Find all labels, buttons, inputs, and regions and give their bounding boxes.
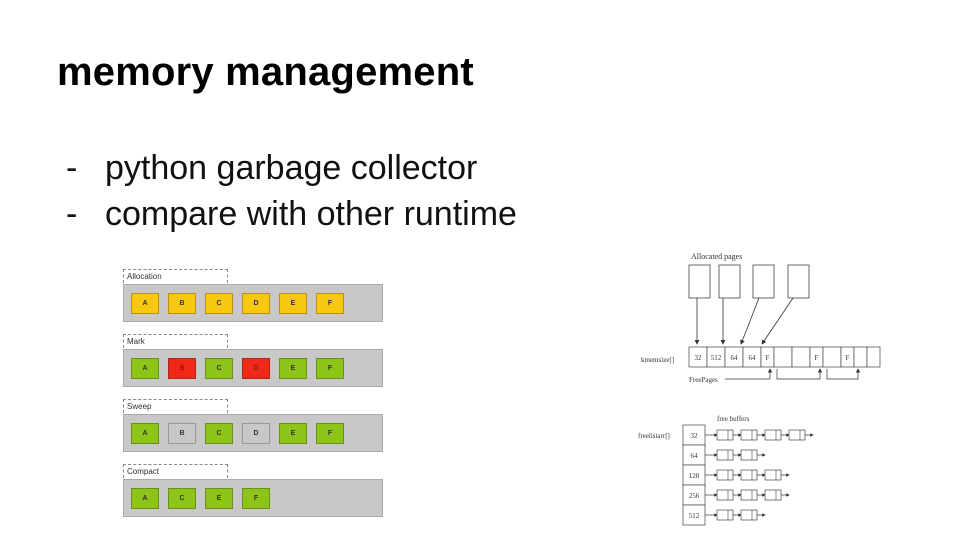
- buffer-rows: 32 64 128 256 512: [682, 424, 814, 526]
- heap-object-c: C: [205, 293, 233, 314]
- free-buffer: [716, 469, 734, 481]
- allocated-pages-label: Allocated pages: [691, 252, 742, 261]
- heap-object-e: E: [205, 488, 233, 509]
- freelist-row: 32: [682, 424, 814, 446]
- stage-label: Compact: [123, 464, 228, 478]
- page-pointers: [694, 297, 794, 345]
- kmemsize-cell: [866, 346, 881, 368]
- kmemsize-cell: [853, 346, 868, 368]
- heap-object-e: E: [279, 293, 307, 314]
- page-box: [688, 264, 711, 299]
- bullet-text: python garbage collector: [105, 149, 478, 187]
- free-buffer: [716, 489, 734, 501]
- free-buffer: [716, 509, 734, 521]
- freelist-row: 128: [682, 464, 790, 486]
- freepages-chain: [725, 368, 861, 380]
- kmemsize-cell-value: F: [815, 354, 819, 362]
- heap-object-d: D: [242, 358, 270, 379]
- kmemsize-cell-value: 32: [695, 354, 703, 362]
- free-buffer: [740, 509, 758, 521]
- kmemsize-cell: [791, 346, 811, 368]
- freelistarr-label: freelistarr[]: [638, 432, 670, 440]
- heap-object-a: A: [131, 293, 159, 314]
- heap-object-b: B: [168, 423, 196, 444]
- heap-object-c: C: [205, 423, 233, 444]
- allocated-pages: [688, 264, 810, 299]
- free-buffers-label: free buffers: [717, 415, 750, 423]
- kmemsize-cell-value: 64: [749, 354, 757, 362]
- kmemsize-cell: [773, 346, 793, 368]
- free-buffer: [788, 429, 806, 441]
- freelist-row: 64: [682, 444, 766, 466]
- chain-arrow: [776, 368, 823, 380]
- kmemsize-cell-value: F: [846, 354, 850, 362]
- bullet-text: compare with other runtime: [105, 195, 517, 233]
- heap-object-f: F: [316, 293, 344, 314]
- heap-object-d: D: [242, 293, 270, 314]
- freelist-size: 64: [691, 452, 699, 460]
- stage-label: Allocation: [123, 269, 228, 283]
- heap-object-b: B: [168, 358, 196, 379]
- free-buffer: [740, 429, 758, 441]
- kmemsize-cell-value: 512: [711, 354, 722, 362]
- heap-object-a: A: [131, 423, 159, 444]
- heap-object-d: D: [242, 423, 270, 444]
- kmemsize-cell: [822, 346, 842, 368]
- freelist-row: 512: [682, 504, 766, 526]
- freelist-size: 128: [689, 472, 700, 480]
- bullet-dash: -: [66, 195, 78, 233]
- heap-object-c: C: [205, 358, 233, 379]
- stage-label: Sweep: [123, 399, 228, 413]
- heap-object-f: F: [316, 423, 344, 444]
- freepages-label: FreePages: [689, 376, 718, 384]
- kmemsize-array: 32 512 64 64 F F F: [688, 346, 881, 368]
- free-buffer: [740, 469, 758, 481]
- kmemsize-cell-value: F: [766, 354, 770, 362]
- bullet-dash: -: [66, 149, 78, 187]
- free-buffer: [740, 449, 758, 461]
- bullet-item: - compare with other runtime: [66, 191, 517, 237]
- slide-title: memory management: [57, 50, 474, 94]
- bullet-list: - python garbage collector - compare wit…: [66, 145, 517, 237]
- page-box: [752, 264, 775, 299]
- chain-arrow: [826, 368, 861, 380]
- heap-object-f: F: [316, 358, 344, 379]
- free-buffer: [764, 469, 782, 481]
- freelist-size: 512: [689, 512, 700, 520]
- free-buffer: [764, 429, 782, 441]
- free-buffer: [716, 429, 734, 441]
- pointer-arrow: [761, 297, 794, 345]
- free-buffer: [740, 489, 758, 501]
- pointer-arrow: [740, 297, 760, 345]
- freelist-size: 32: [691, 432, 699, 440]
- heap-object-a: A: [131, 358, 159, 379]
- freelist-size: 256: [689, 492, 700, 500]
- free-buffer: [716, 449, 734, 461]
- heap-object-b: B: [168, 293, 196, 314]
- page-box: [718, 264, 741, 299]
- heap-object-e: E: [279, 358, 307, 379]
- free-buffers-diagram: free buffers freelistarr[] 32 64 128 256 512: [638, 415, 814, 526]
- heap-object-e: E: [279, 423, 307, 444]
- page-box: [787, 264, 810, 299]
- kmemsize-label: kmemsize[]: [641, 356, 674, 364]
- heap-object-a: A: [131, 488, 159, 509]
- free-buffer: [764, 489, 782, 501]
- heap-object-f: F: [242, 488, 270, 509]
- stage-label: Mark: [123, 334, 228, 348]
- heap-object-c: C: [168, 488, 196, 509]
- kmemsize-cell-value: 64: [731, 354, 739, 362]
- bullet-item: - python garbage collector: [66, 145, 517, 191]
- freelist-row: 256: [682, 484, 790, 506]
